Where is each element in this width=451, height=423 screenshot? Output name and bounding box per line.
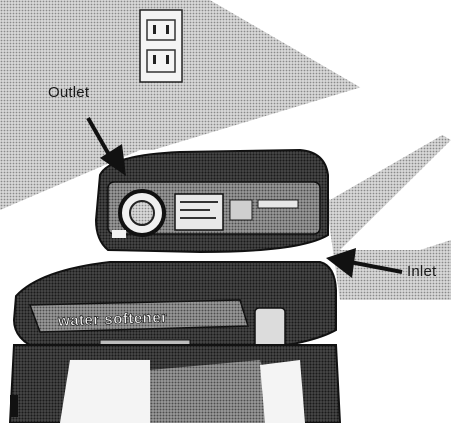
salt-tank-body: [10, 345, 340, 423]
salt-tank-lid: water softener: [14, 262, 336, 352]
outlet-label: Outlet: [48, 84, 89, 101]
inlet-label: Inlet: [407, 263, 436, 280]
control-valve-head: [96, 150, 328, 252]
electrical-outlet-icon: [140, 10, 182, 82]
display-panel: [175, 194, 223, 230]
